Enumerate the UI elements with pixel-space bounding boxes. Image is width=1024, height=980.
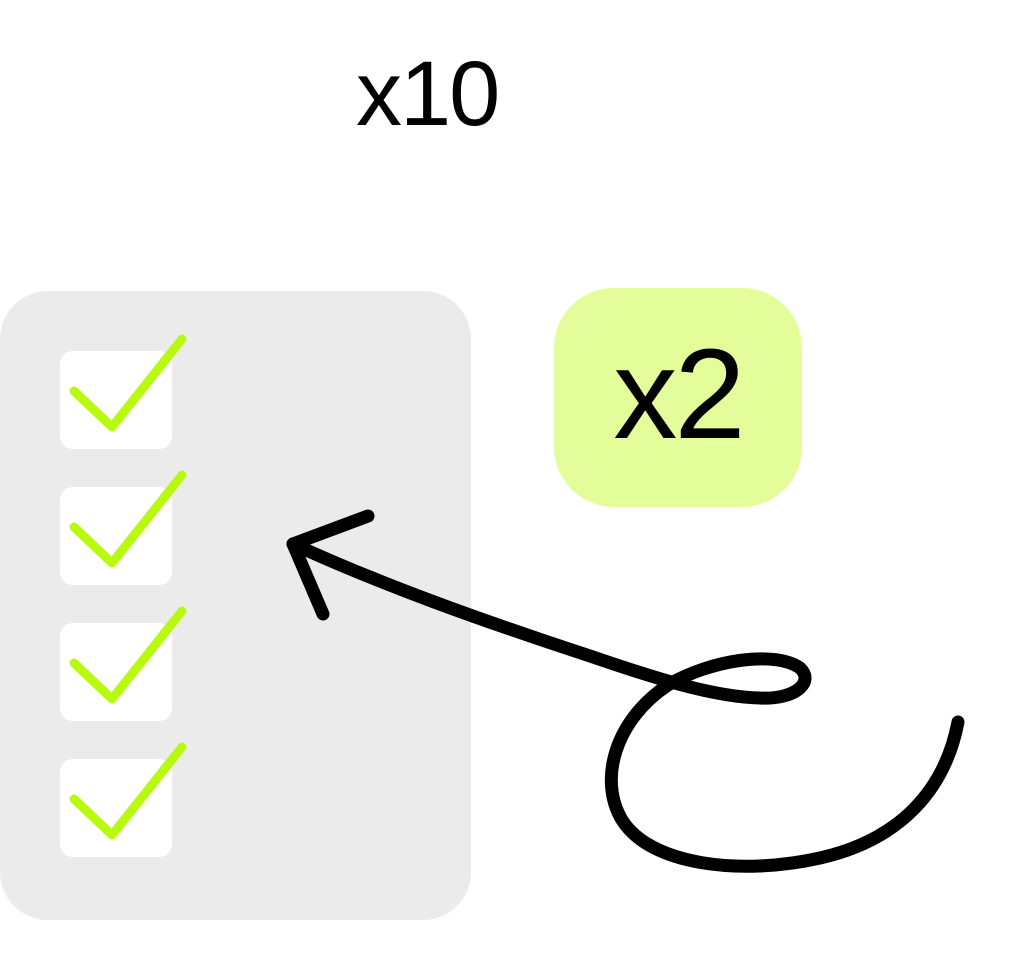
checklist-card [0, 291, 471, 920]
checklist-item[interactable] [60, 334, 187, 449]
checkmark-icon [69, 470, 187, 568]
checklist [60, 334, 187, 895]
top-multiplier-label: x10 [356, 43, 500, 145]
checklist-item[interactable] [60, 742, 187, 857]
checkmark-icon [69, 606, 187, 704]
checklist-item[interactable] [60, 606, 187, 721]
multiplier-badge: x2 [554, 288, 802, 507]
badge-label: x2 [613, 322, 745, 466]
checkmark-icon [69, 334, 187, 432]
checkmark-icon [69, 742, 187, 840]
checklist-item[interactable] [60, 470, 187, 585]
